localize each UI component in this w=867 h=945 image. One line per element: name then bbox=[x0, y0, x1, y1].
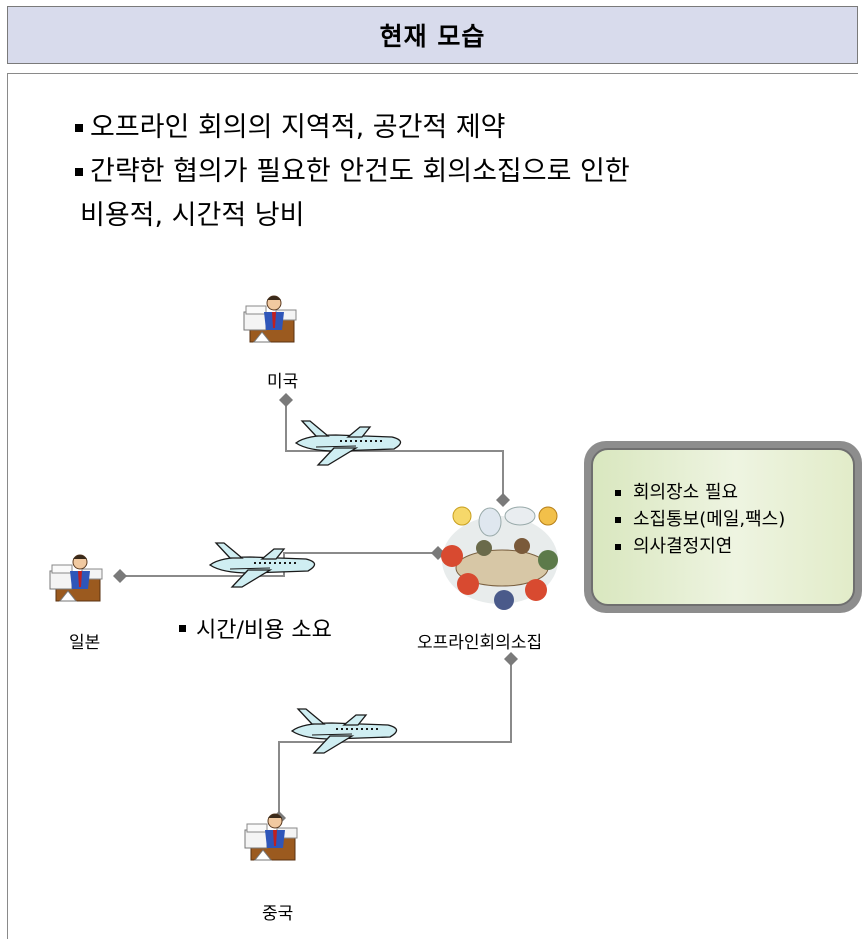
callout-item-text: 의사결정지연 bbox=[633, 536, 733, 557]
callout-item: 의사결정지연 bbox=[615, 533, 853, 560]
callout-item: 회의장소 필요 bbox=[615, 479, 853, 506]
node-label-japan: 일본 bbox=[69, 633, 101, 653]
connection-points bbox=[113, 393, 518, 825]
page-title: 현재 모습 bbox=[379, 22, 486, 51]
bullet-continuation: 비용적, 시간적 낭비 bbox=[80, 200, 305, 231]
bullet-list: 오프라인 회의의 지역적, 공간적 제약 간략한 협의가 필요한 안건도 회의소… bbox=[75, 106, 630, 238]
airplane-icon bbox=[291, 708, 398, 754]
bullet-marker bbox=[75, 124, 83, 132]
callout-item-text: 회의장소 필요 bbox=[633, 482, 739, 503]
issues-callout-body: 회의장소 필요 소집통보(메일,팩스) 의사결정지연 bbox=[591, 448, 855, 606]
bullet-marker bbox=[179, 624, 186, 632]
node-label-china: 중국 bbox=[262, 904, 294, 924]
content-panel bbox=[7, 73, 858, 939]
header-bar: 현재 모습 bbox=[7, 6, 858, 64]
cost-label: 시간/비용 소요 bbox=[179, 612, 332, 644]
bullet-text: 오프라인 회의의 지역적, 공간적 제약 bbox=[90, 112, 506, 143]
meeting-icon bbox=[441, 506, 558, 610]
airplane-icon bbox=[295, 420, 402, 466]
stressed-worker-icon bbox=[244, 813, 298, 861]
connector-lines bbox=[120, 400, 512, 818]
stressed-worker-icon bbox=[49, 554, 103, 602]
node-label-meeting: 오프라인회의소집 bbox=[417, 633, 543, 653]
callout-item: 소집통보(메일,팩스) bbox=[615, 506, 853, 533]
bullet-marker bbox=[615, 516, 621, 523]
node-label-usa: 미국 bbox=[267, 372, 299, 392]
callout-item-text: 소집통보(메일,팩스) bbox=[633, 509, 786, 530]
issues-callout: 회의장소 필요 소집통보(메일,팩스) 의사결정지연 bbox=[584, 441, 862, 613]
airplane-icon bbox=[209, 542, 316, 588]
bullet-marker bbox=[615, 543, 621, 550]
bullet-marker bbox=[615, 489, 621, 496]
cost-label-text: 시간/비용 소요 bbox=[196, 618, 332, 643]
bullet-item: 간략한 협의가 필요한 안건도 회의소집으로 인한 bbox=[75, 150, 630, 194]
bullet-item: 오프라인 회의의 지역적, 공간적 제약 bbox=[75, 106, 630, 150]
bullet-marker bbox=[75, 168, 83, 176]
bullet-text: 간략한 협의가 필요한 안건도 회의소집으로 인한 bbox=[90, 156, 630, 187]
stressed-worker-icon bbox=[243, 295, 297, 343]
